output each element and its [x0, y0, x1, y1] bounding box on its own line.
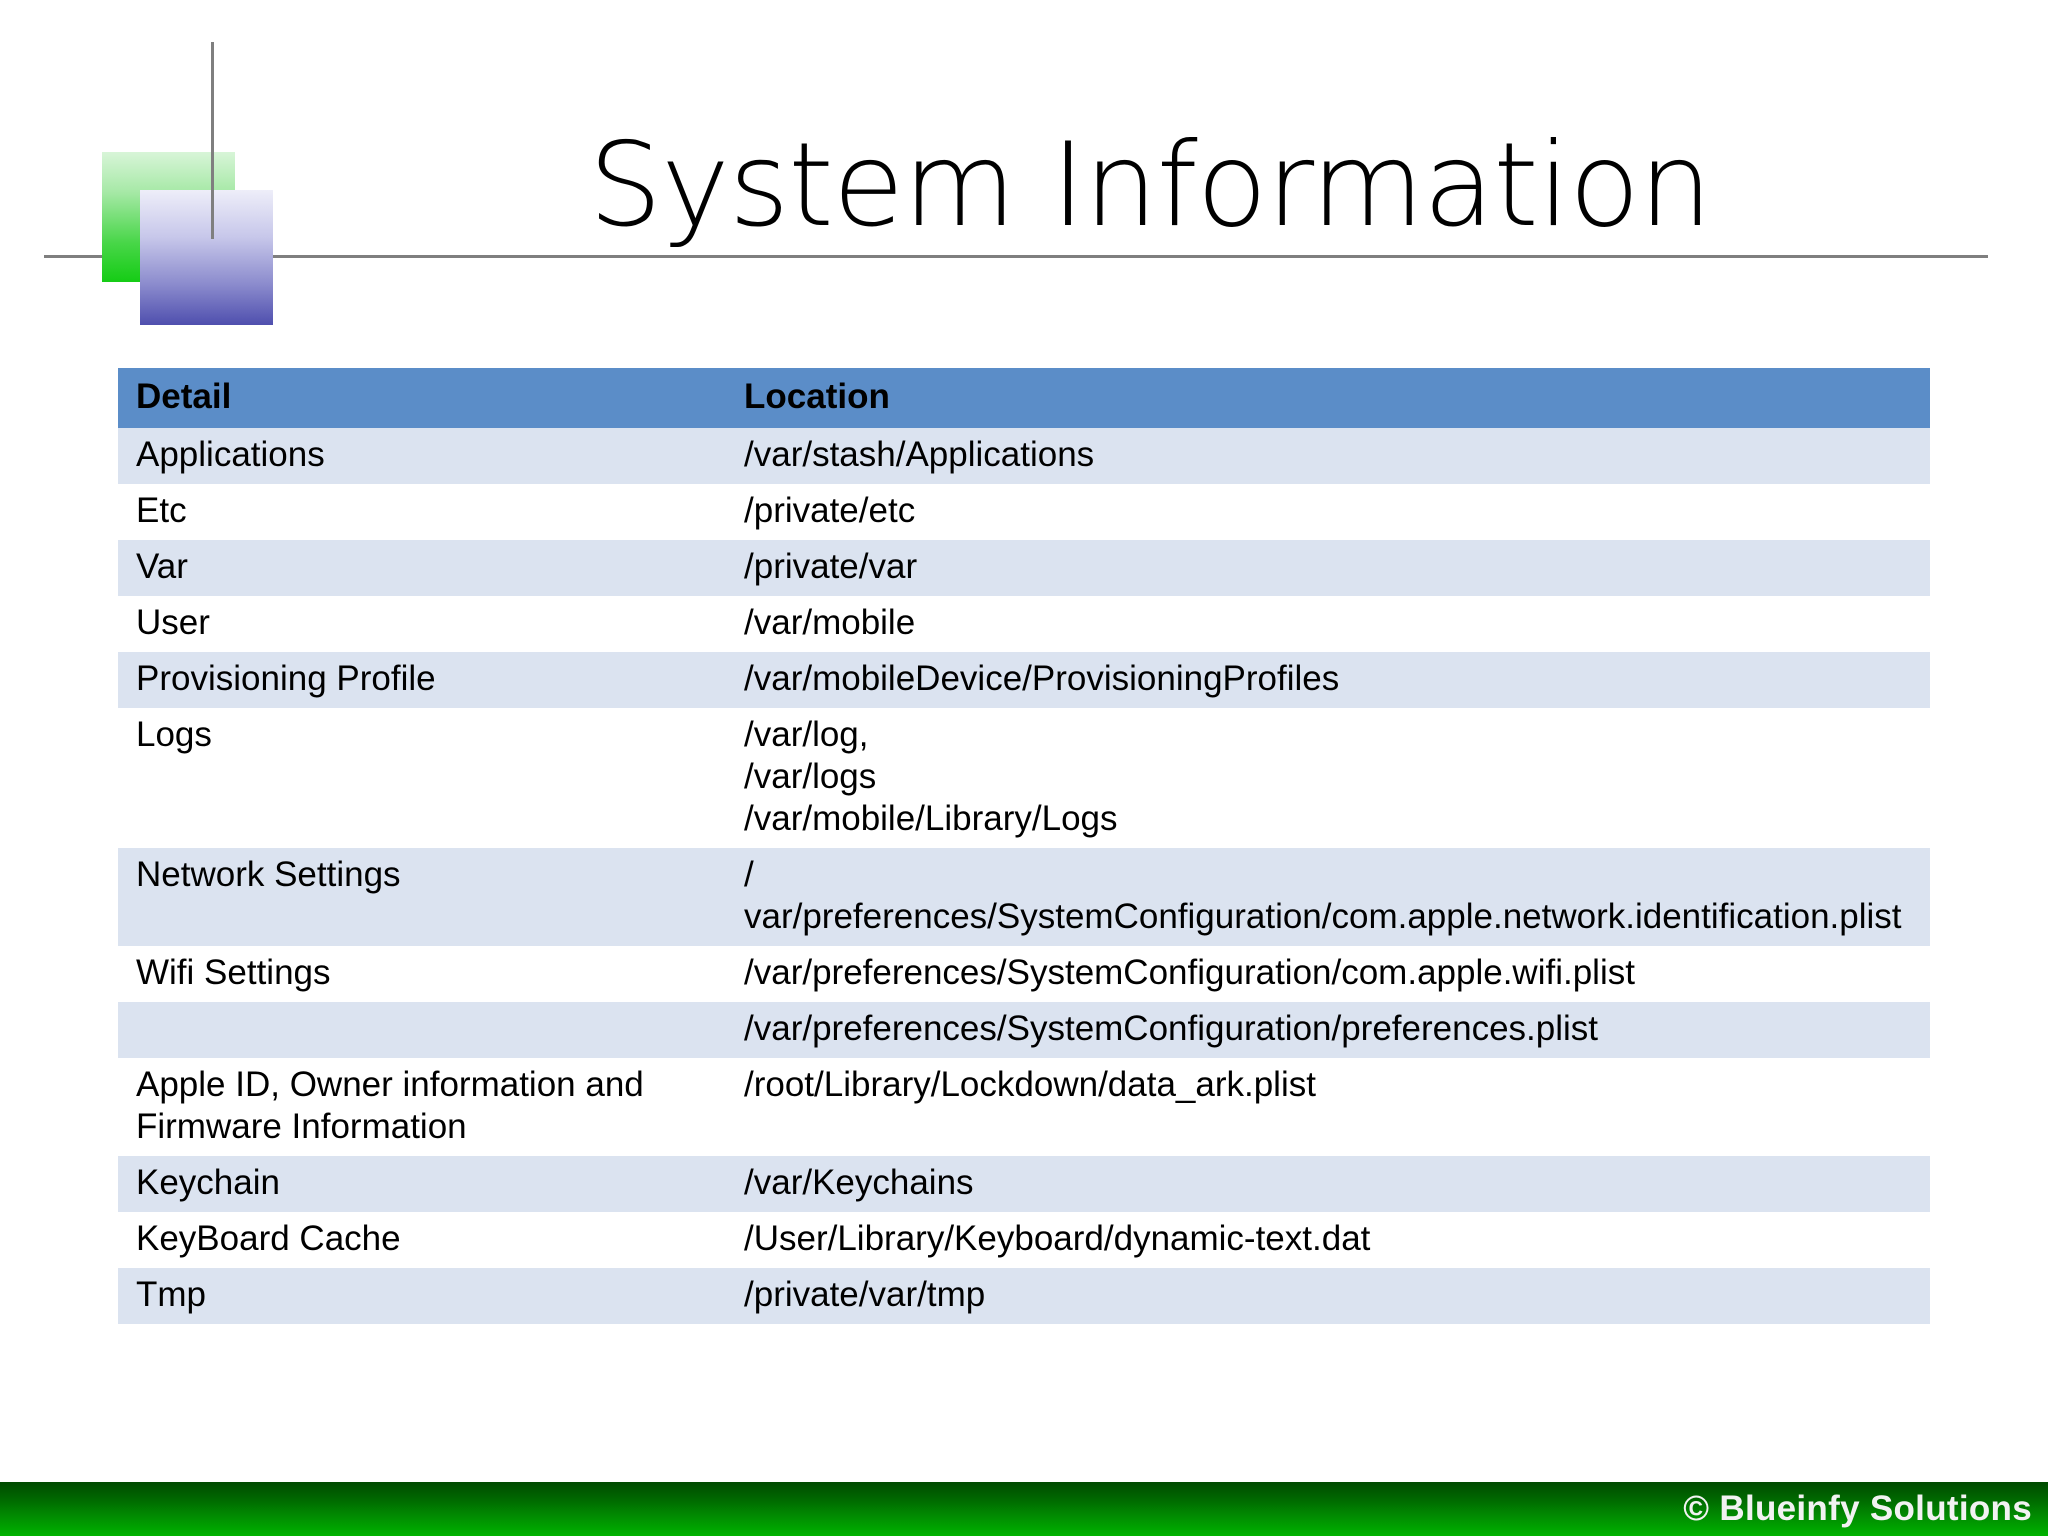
cell-location: /private/etc — [726, 484, 1930, 540]
table-row: Logs /var/log, /var/logs /var/mobile/Lib… — [118, 708, 1930, 848]
table-row: Keychain /var/Keychains — [118, 1156, 1930, 1212]
cell-detail — [118, 1002, 726, 1058]
vertical-rule-line — [211, 42, 214, 239]
cell-location: /var/mobileDevice/ProvisioningProfiles — [726, 652, 1930, 708]
cell-location: /var/log, /var/logs /var/mobile/Library/… — [726, 708, 1930, 848]
table-row: Var /private/var — [118, 540, 1930, 596]
cell-detail: Tmp — [118, 1268, 726, 1324]
system-information-table-wrapper: Detail Location Applications /var/stash/… — [118, 368, 1930, 1324]
column-header-detail: Detail — [118, 368, 726, 428]
page-title: System Information — [588, 118, 1713, 253]
cell-location: /private/var/tmp — [726, 1268, 1930, 1324]
cell-location: /var/Keychains — [726, 1156, 1930, 1212]
cell-detail: Logs — [118, 708, 726, 848]
cell-detail: Keychain — [118, 1156, 726, 1212]
horizontal-rule-line — [44, 255, 1988, 258]
cell-location: / var/preferences/SystemConfiguration/co… — [726, 848, 1930, 946]
cell-detail: User — [118, 596, 726, 652]
footer-bar: © Blueinfy Solutions — [0, 1482, 2048, 1536]
table-header-row: Detail Location — [118, 368, 1930, 428]
cell-location: /root/Library/Lockdown/data_ark.plist — [726, 1058, 1930, 1156]
table-row: Network Settings / var/preferences/Syste… — [118, 848, 1930, 946]
table-row: Wifi Settings /var/preferences/SystemCon… — [118, 946, 1930, 1002]
table-body: Applications /var/stash/Applications Etc… — [118, 428, 1930, 1324]
logo-purple-square-icon — [140, 190, 273, 325]
table-header: Detail Location — [118, 368, 1930, 428]
cell-detail: Provisioning Profile — [118, 652, 726, 708]
cell-location: /var/mobile — [726, 596, 1930, 652]
cell-detail: Var — [118, 540, 726, 596]
table-row: Etc /private/etc — [118, 484, 1930, 540]
cell-location: /var/preferences/SystemConfiguration/pre… — [726, 1002, 1930, 1058]
footer-copyright: © Blueinfy Solutions — [1683, 1489, 2032, 1528]
table-row: Tmp /private/var/tmp — [118, 1268, 1930, 1324]
table-row: Provisioning Profile /var/mobileDevice/P… — [118, 652, 1930, 708]
cell-detail: Apple ID, Owner information and Firmware… — [118, 1058, 726, 1156]
title-band: System Information — [0, 0, 2048, 325]
table-row: Applications /var/stash/Applications — [118, 428, 1930, 484]
table-row: User /var/mobile — [118, 596, 1930, 652]
column-header-location: Location — [726, 368, 1930, 428]
cell-detail: Wifi Settings — [118, 946, 726, 1002]
table-row: KeyBoard Cache /User/Library/Keyboard/dy… — [118, 1212, 1930, 1268]
cell-detail: Applications — [118, 428, 726, 484]
system-information-table: Detail Location Applications /var/stash/… — [118, 368, 1930, 1324]
cell-location: /User/Library/Keyboard/dynamic-text.dat — [726, 1212, 1930, 1268]
cell-detail: KeyBoard Cache — [118, 1212, 726, 1268]
cell-detail: Network Settings — [118, 848, 726, 946]
cell-detail: Etc — [118, 484, 726, 540]
table-row: Apple ID, Owner information and Firmware… — [118, 1058, 1930, 1156]
cell-location: /private/var — [726, 540, 1930, 596]
cell-location: /var/preferences/SystemConfiguration/com… — [726, 946, 1930, 1002]
table-row: /var/preferences/SystemConfiguration/pre… — [118, 1002, 1930, 1058]
cell-location: /var/stash/Applications — [726, 428, 1930, 484]
